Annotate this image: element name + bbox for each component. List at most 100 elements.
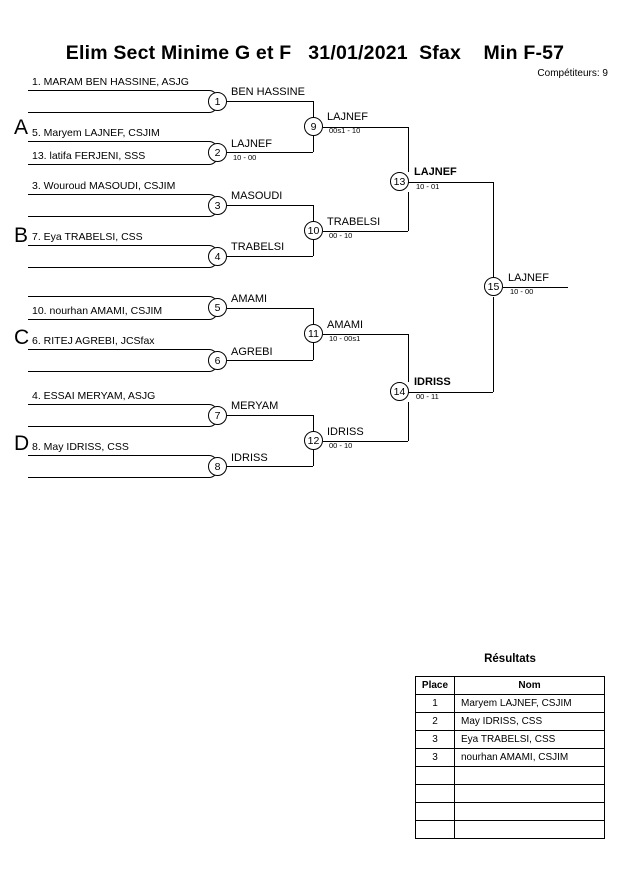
match-4-node[interactable]: 4 [208, 247, 227, 266]
competitors-count: Compétiteurs: 9 [537, 68, 608, 79]
results-place: 3 [415, 748, 455, 767]
results-place: 3 [415, 730, 455, 749]
table-row: 3 Eya TRABELSI, CSS [415, 730, 605, 749]
table-row [415, 820, 605, 839]
entrant-label-5: 7. Eya TRABELSI, CSS [32, 231, 143, 243]
match-8-winner: IDRISS [231, 452, 268, 464]
entrant-label-4: 3. Wouroud MASOUDI, CSJIM [32, 180, 176, 192]
results-nom: Eya TRABELSI, CSS [454, 730, 605, 749]
match-12-node[interactable]: 12 [304, 431, 323, 450]
match-13-node[interactable]: 13 [390, 172, 409, 191]
match-12-feed-top [227, 415, 313, 416]
match-15-score: 10 - 00 [510, 287, 534, 296]
results-nom [454, 820, 605, 839]
match-14-winner: IDRISS [414, 376, 451, 388]
match-10-connector-top [313, 205, 314, 230]
entrant-label-1: 1. MARAM BEN HASSINE, ASJG [32, 76, 189, 88]
match-14-connector-top [408, 334, 409, 382]
match-15-feed-top [408, 182, 493, 183]
match-11-connector-top [313, 308, 314, 333]
entrant-label-8: 4. ESSAI MERYAM, ASJG [32, 390, 156, 402]
match-13-score: 10 - 01 [416, 182, 440, 191]
results-col-nom: Nom [454, 676, 605, 695]
results-nom: May IDRISS, CSS [454, 712, 605, 731]
table-row [415, 766, 605, 785]
match-4-slot-top-line [28, 245, 209, 246]
match-4-winner: TRABELSI [231, 241, 285, 253]
match-14-connector-bottom [408, 402, 409, 441]
match-10-feed-top [227, 205, 313, 206]
match-12-connector-top [313, 415, 314, 440]
match-13-winner: LAJNEF [414, 166, 457, 178]
match-1-node[interactable]: 1 [208, 92, 227, 111]
match-9-node[interactable]: 9 [304, 117, 323, 136]
match-10-node[interactable]: 10 [304, 221, 323, 240]
match-15-node[interactable]: 15 [484, 277, 503, 296]
results-nom [454, 766, 605, 785]
match-12-winner: IDRISS [327, 426, 364, 438]
match-9-score: 00s1 - 10 [329, 126, 361, 135]
match-3-node[interactable]: 3 [208, 196, 227, 215]
match-13-feed-top [323, 127, 408, 128]
match-14-feed-bottom [323, 441, 408, 442]
match-4-slot-bottom-line [28, 267, 209, 268]
entrant-label-2: 5. Maryem LAJNEF, CSJIM [32, 127, 160, 139]
match-15-feed-bottom [408, 392, 493, 393]
match-2-slot-top-line [28, 141, 209, 142]
match-2-score: 10 - 00 [233, 153, 257, 162]
match-10-winner: TRABELSI [327, 216, 381, 228]
match-11-connector-bottom [313, 334, 314, 360]
group-letter-a: A [14, 116, 29, 139]
group-letter-b: B [14, 224, 29, 247]
match-8-slot-top-line [28, 455, 209, 456]
match-5-slot-top-line [28, 296, 209, 297]
match-6-winner: AGREBI [231, 346, 273, 358]
results-nom [454, 802, 605, 821]
entrant-label-6: 10. nourhan AMAMI, CSJIM [32, 305, 163, 317]
entrant-label-3: 13. latifa FERJENI, SSS [32, 150, 146, 162]
match-11-score: 10 - 00s1 [329, 334, 361, 343]
match-3-slot-bottom-line [28, 216, 209, 217]
match-12-feed-bottom [227, 466, 313, 467]
results-place: 1 [415, 694, 455, 713]
match-5-winner: AMAMI [231, 293, 268, 305]
match-2-slot-bottom-line [28, 164, 209, 165]
match-7-node[interactable]: 7 [208, 406, 227, 425]
match-5-node[interactable]: 5 [208, 298, 227, 317]
match-15-connector-top [493, 182, 494, 277]
match-3-slot-top-line [28, 194, 209, 195]
match-3-winner: MASOUDI [231, 190, 283, 202]
table-row [415, 802, 605, 821]
match-7-slot-bottom-line [28, 426, 209, 427]
table-row: 1 Maryem LAJNEF, CSJIM [415, 694, 605, 713]
results-nom: Maryem LAJNEF, CSJIM [454, 694, 605, 713]
results-title: Résultats [484, 653, 536, 665]
match-6-slot-top-line [28, 349, 209, 350]
match-10-score: 00 - 10 [329, 231, 353, 240]
match-11-node[interactable]: 11 [304, 324, 323, 343]
results-nom: nourhan AMAMI, CSJIM [454, 748, 605, 767]
results-nom [454, 784, 605, 803]
results-header-row: Place Nom [415, 676, 605, 695]
results-table: Place Nom 1 Maryem LAJNEF, CSJIM 2 May I… [415, 676, 605, 839]
match-13-feed-bottom [323, 231, 408, 232]
group-letter-d: D [14, 432, 30, 455]
match-9-feed-top [227, 101, 313, 102]
match-9-connector-bottom [313, 127, 314, 152]
match-8-node[interactable]: 8 [208, 457, 227, 476]
match-2-node[interactable]: 2 [208, 143, 227, 162]
match-5-slot-bottom-line [28, 319, 209, 320]
match-9-connector-top [313, 101, 314, 126]
table-row: 3 nourhan AMAMI, CSJIM [415, 748, 605, 767]
champion-line [503, 287, 568, 288]
group-letter-c: C [14, 326, 30, 349]
results-place: 2 [415, 712, 455, 731]
match-11-winner: AMAMI [327, 319, 364, 331]
match-9-winner: LAJNEF [327, 111, 368, 123]
results-place [415, 802, 455, 821]
match-11-feed-top [227, 308, 313, 309]
match-6-node[interactable]: 6 [208, 351, 227, 370]
match-15-connector-bottom [493, 297, 494, 392]
match-10-connector-bottom [313, 231, 314, 256]
match-14-node[interactable]: 14 [390, 382, 409, 401]
